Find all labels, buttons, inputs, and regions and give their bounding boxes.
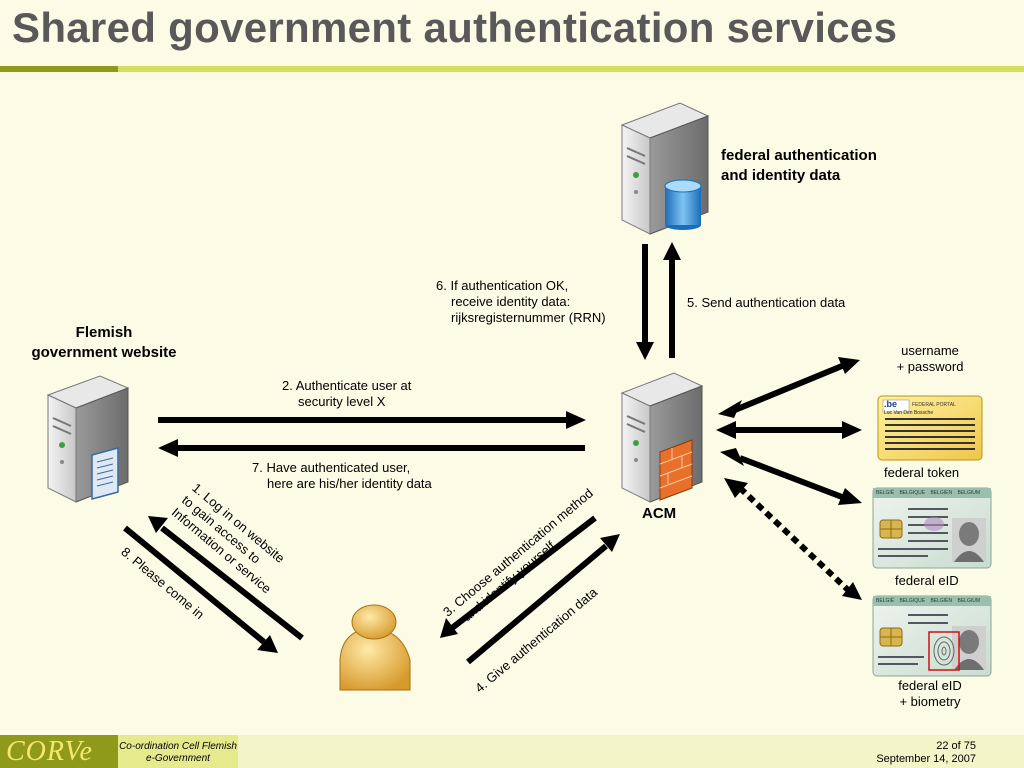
arrow-step8 <box>123 525 266 645</box>
eid-bio-header-be-de: BELGIEN <box>930 598 953 604</box>
eid-header-be-de: BELGIEN <box>930 490 953 496</box>
token-header: FEDERAL PORTAL <box>912 402 956 408</box>
arrow-step1 <box>160 525 304 641</box>
footer-org-line1: Co-ordination Cell Flemish <box>119 741 237 752</box>
slide-title: Shared government authentication service… <box>12 4 898 51</box>
arrow-step5-head <box>663 242 681 260</box>
user-icon <box>339 604 411 691</box>
eid-bio-header-be-nl: BELGIË <box>876 598 895 604</box>
eid-bio-header-be-en: BELGIUM <box>957 598 981 604</box>
step2-line2: security level X <box>298 394 386 409</box>
eid-header-be-nl: BELGIË <box>876 490 895 496</box>
step6-line3: rijksregisternummer (RRN) <box>451 310 606 325</box>
step7-line1: 7. Have authenticated user, <box>252 460 411 475</box>
flemish-site-label-line2: government website <box>31 344 177 361</box>
federal-server-icon <box>620 102 710 235</box>
corve-logo: CORVe <box>6 736 93 767</box>
step7-line2: here are his/her identity data <box>267 476 432 491</box>
step5-label: 5. Send authentication data <box>687 295 846 310</box>
step6-line1: 6. If authentication OK, <box>436 278 569 293</box>
method-eid-biometry-line2: + biometry <box>899 694 961 709</box>
method-username-line1: username <box>901 343 959 358</box>
footer-org-block <box>118 735 238 768</box>
title-underline-dark <box>0 66 118 72</box>
arrow-username <box>733 363 844 413</box>
flemish-site-label: Flemish government website <box>14 323 194 363</box>
footer-bar <box>238 735 1024 768</box>
arrow-step1-head <box>148 516 168 533</box>
arrow-step4 <box>466 543 608 665</box>
slide-date: September 14, 2007 <box>876 753 976 765</box>
footer-page-info: 22 of 75 September 14, 2007 <box>800 740 976 766</box>
step2-label: 2. Authenticate user at security level X <box>282 378 411 410</box>
federal-eid-biometry-card <box>872 595 992 677</box>
method-username-label: username + password <box>893 343 967 375</box>
arrow-eid-biometry <box>737 485 851 593</box>
federal-server-label-line1: federal authentication <box>721 147 877 164</box>
step6-line2: receive identity data: <box>451 294 571 309</box>
arrow-step6-head <box>636 342 654 360</box>
eid-header: BELGIË BELGIQUE BELGIEN BELGIUM <box>876 489 980 497</box>
step6-label: 6. If authentication OK, receive identit… <box>436 278 606 326</box>
arrow-step8-head <box>257 635 278 653</box>
website-server-icon <box>46 375 130 503</box>
token-badge: .be <box>884 399 898 409</box>
flow-arrows <box>123 242 862 665</box>
acm-server-icon <box>620 372 704 503</box>
page-number: 22 of 75 <box>936 740 976 752</box>
token-name: Luc Van Den Bossche <box>884 410 934 416</box>
method-username-line2: + password <box>896 359 964 374</box>
method-eid-label: federal eID <box>895 573 959 588</box>
method-token-label: federal token <box>884 465 960 480</box>
eid-bio-header: BELGIË BELGIQUE BELGIEN BELGIUM <box>876 597 980 605</box>
eid-bio-header-be-fr: BELGIQUE <box>899 598 926 604</box>
arrow-step3-head <box>440 618 458 638</box>
acm-label: ACM <box>642 505 677 522</box>
eid-header-be-en: BELGIUM <box>957 490 981 496</box>
footer-logo-block <box>0 735 118 768</box>
arrow-eid <box>738 455 844 500</box>
step7-label: 7. Have authenticated user, here are his… <box>252 460 432 492</box>
federal-token-card <box>877 395 983 461</box>
flemish-site-label-line1: Flemish <box>75 324 133 341</box>
footer-org-line2: e-Government <box>146 753 210 764</box>
biometry-highlight <box>928 631 960 671</box>
arrow-step2-head <box>566 411 586 429</box>
federal-server-label-line2: and identity data <box>721 167 841 184</box>
federal-server-label: federal authentication and identity data <box>721 146 877 186</box>
method-eid-biometry-label: federal eID + biometry <box>895 678 965 710</box>
method-eid-biometry-line1: federal eID <box>898 678 962 693</box>
title-underline-light <box>118 66 1024 72</box>
arrow-step3 <box>450 515 597 631</box>
step2-line1: 2. Authenticate user at <box>282 378 412 393</box>
arrow-step7-head <box>158 439 178 457</box>
arrow-step4-head <box>600 534 620 552</box>
federal-eid-card <box>872 487 992 569</box>
eid-header-be-fr: BELGIQUE <box>899 490 926 496</box>
footer-org: Co-ordination Cell Flemish e-Government <box>118 741 238 765</box>
